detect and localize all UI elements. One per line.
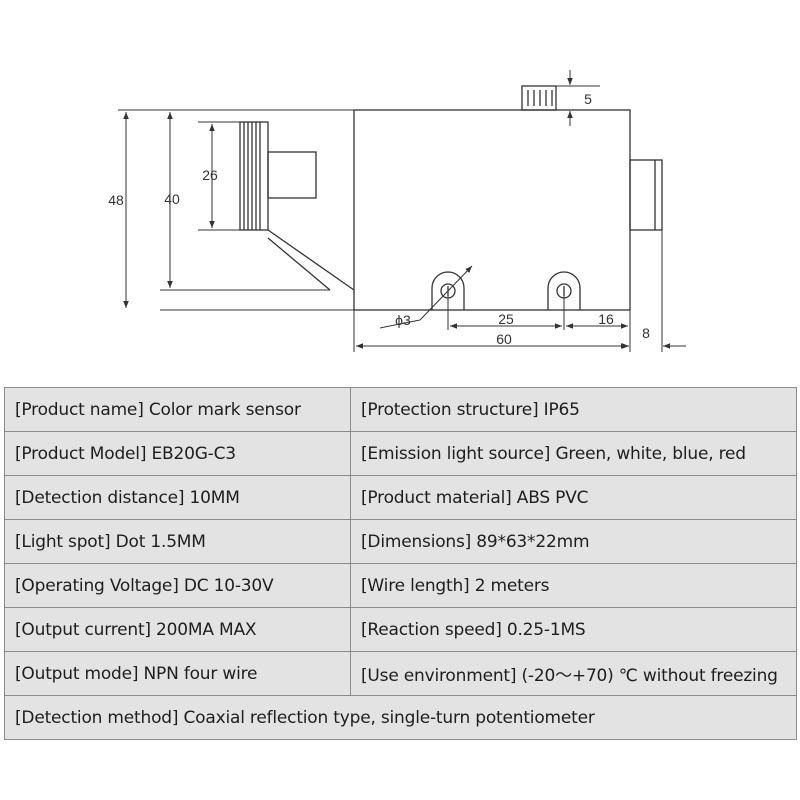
spec-cell: [Use environment] (-20～+70) ℃ without fr… [350,651,797,696]
table-row: [Product Model] EB20G-C3 [Emission light… [4,431,797,476]
dim-line-phi3 [419,265,473,321]
dim-label-5: 5 [584,91,592,107]
table-row: [Operating Voltage] DC 10-30V [Wire leng… [4,563,797,608]
spec-cell: [Operating Voltage] DC 10-30V [4,563,351,608]
spec-cell: [Output mode] NPN four wire [4,651,351,696]
spec-cell: [Product material] ABS PVC [350,475,797,520]
dim-label-phi3: ϕ3 [395,312,411,328]
specifications-table: [Product name] Color mark sensor [Protec… [4,387,797,740]
right-connector [629,159,663,231]
spec-cell: [Light spot] Dot 1.5MM [4,519,351,564]
table-row: [Detection distance] 10MM [Product mater… [4,475,797,520]
dim-label-25: 25 [498,311,514,327]
dim-label-26: 26 [202,167,218,183]
spec-cell: [Output current] 200MA MAX [4,607,351,652]
dim-label-40: 40 [164,191,180,207]
sensor-body [353,109,631,311]
dim-label-16: 16 [598,311,614,327]
spec-cell: [Product Model] EB20G-C3 [4,431,351,476]
sensor-dimension-drawing: 48 40 26 5 ϕ3 25 16 60 8 [108,70,686,352]
dim-label-60: 60 [496,331,512,347]
spec-cell: [Product name] Color mark sensor [4,387,351,432]
spec-cell: [Dimensions] 89*63*22mm [350,519,797,564]
spec-cell: [Detection distance] 10MM [4,475,351,520]
top-knob [521,85,557,111]
dim-label-8: 8 [642,325,650,341]
spec-cell-detection-method: [Detection method] Coaxial reflection ty… [4,695,797,740]
spec-cell: [Wire length] 2 meters [350,563,797,608]
table-row: [Product name] Color mark sensor [Protec… [4,387,797,432]
spec-cell: [Reaction speed] 0.25-1MS [350,607,797,652]
table-row: [Light spot] Dot 1.5MM [Dimensions] 89*6… [4,519,797,564]
table-row: [Detection method] Coaxial reflection ty… [4,695,797,740]
table-row: [Output mode] NPN four wire [Use environ… [4,651,797,696]
spec-cell: [Protection structure] IP65 [350,387,797,432]
table-row: [Output current] 200MA MAX [Reaction spe… [4,607,797,652]
spec-cell: [Emission light source] Green, white, bl… [350,431,797,476]
dim-label-48: 48 [108,192,124,208]
lens-tube [267,151,317,199]
